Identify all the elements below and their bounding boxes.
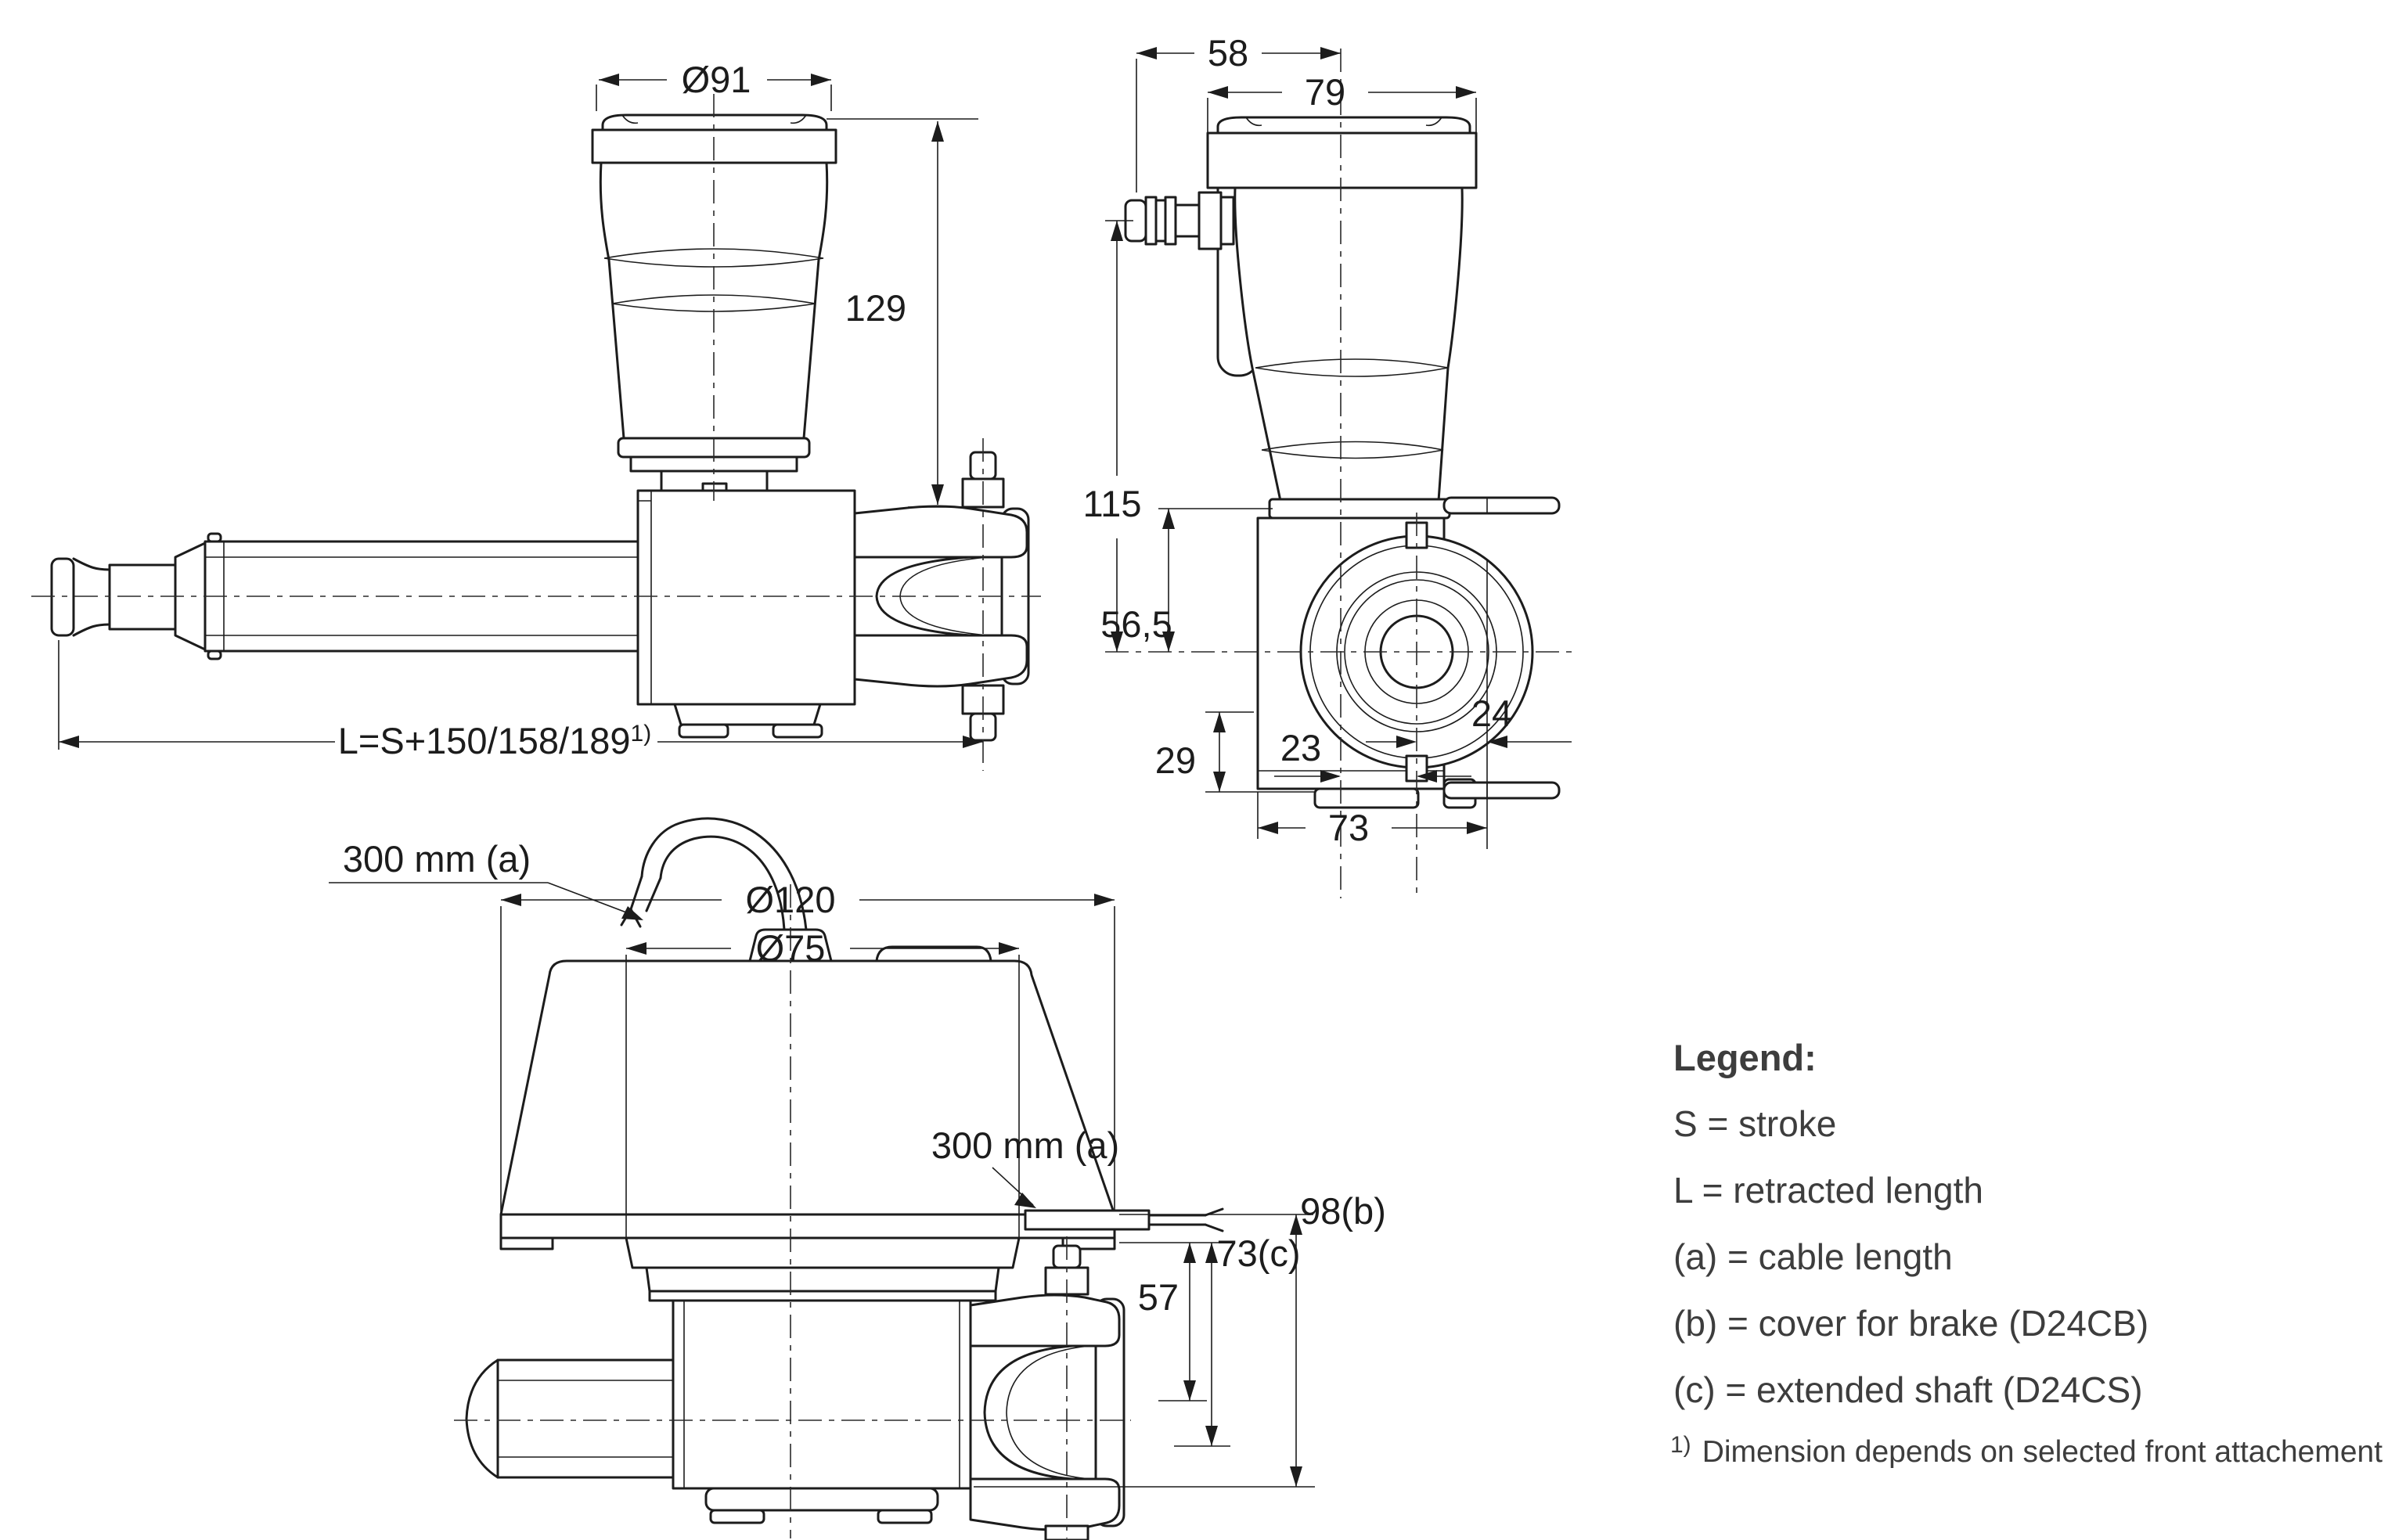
side-view-dimensions: Ø91 129 L=S+150/158/1891) — [58, 59, 983, 761]
dim-diameter-120: Ø120 — [746, 879, 836, 920]
dim-24: 24 — [1471, 693, 1512, 734]
dim-57: 57 — [1138, 1276, 1179, 1318]
rear-view — [1105, 49, 1573, 898]
side-view — [31, 94, 1041, 771]
dim-73: 73 — [1328, 807, 1369, 848]
dim-cable-length-side: 300 mm (a) — [931, 1124, 1119, 1166]
dim-98b: 98(b) — [1300, 1190, 1386, 1232]
dim-73c: 73(c) — [1216, 1232, 1300, 1274]
dim-retracted-length: L=S+150/158/1891) — [338, 720, 651, 761]
dim-diameter-91: Ø91 — [682, 59, 751, 100]
dim-23: 23 — [1280, 727, 1321, 768]
legend-title: Legend: — [1673, 1037, 1817, 1078]
dim-58: 58 — [1208, 32, 1248, 74]
dim-115: 115 — [1083, 483, 1142, 524]
footnote: 1)Dimension depends on selected front at… — [1670, 1432, 2382, 1469]
legend-item-extended-shaft: (c) = extended shaft (D24CS) — [1673, 1369, 2143, 1410]
dim-56-5: 56,5 — [1100, 603, 1172, 645]
dim-79: 79 — [1305, 71, 1345, 113]
legend-item-cable-length: (a) = cable length — [1673, 1236, 1953, 1277]
top-view — [454, 817, 1224, 1540]
legend-item-retracted-length: L = retracted length — [1673, 1170, 1983, 1211]
rear-view-dimensions: 58 79 115 56,5 29 23 — [1083, 32, 1572, 848]
top-view-dimensions: Ø120 Ø75 300 mm (a) 300 mm (a) 57 73(c) — [329, 838, 1386, 1488]
dim-29: 29 — [1155, 739, 1196, 781]
legend-item-brake-cover: (b) = cover for brake (D24CB) — [1673, 1303, 2148, 1344]
legend: Legend: S = stroke L = retracted length … — [1670, 1037, 2382, 1469]
dim-diameter-75: Ø75 — [756, 927, 826, 969]
legend-item-stroke: S = stroke — [1673, 1103, 1836, 1144]
dim-cable-length-top: 300 mm (a) — [343, 838, 531, 880]
dim-height-129: 129 — [845, 287, 906, 329]
